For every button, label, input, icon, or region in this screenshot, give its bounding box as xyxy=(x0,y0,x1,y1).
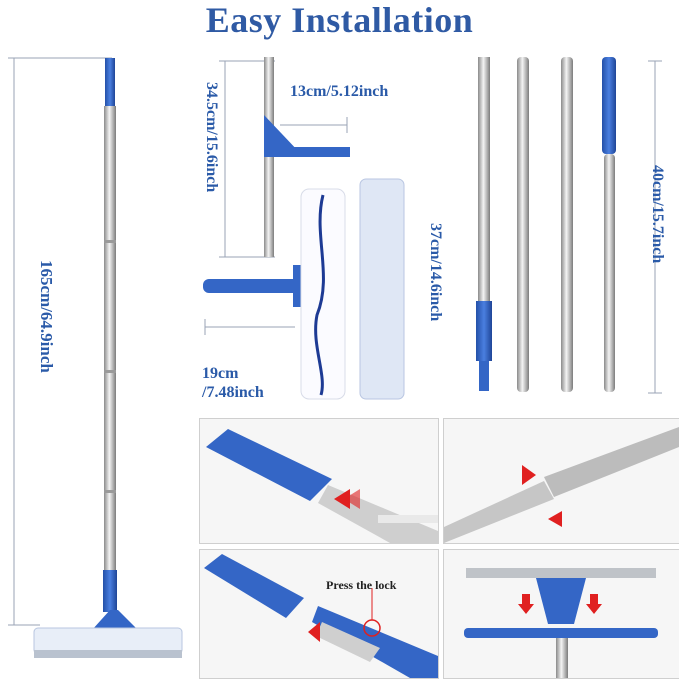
step-panel-press-lock xyxy=(199,549,439,679)
total-length-label: 165cm/64.9inch xyxy=(37,260,56,373)
pole-segments-illustration xyxy=(476,57,662,394)
scrubber-width-label-line1: 19cm xyxy=(202,365,239,382)
squeegee-width-label: 13cm/5.12inch xyxy=(290,83,389,100)
step-panel-attach-squeegee xyxy=(443,549,679,679)
page-title: Easy Installation xyxy=(205,0,474,40)
step-panel-attach-handle xyxy=(199,418,439,544)
pad-length-label: 37cm/14.6inch xyxy=(427,223,444,322)
pole-segment-label: 40cm/15.7inch xyxy=(649,165,666,264)
squeegee-scrubber-illustration xyxy=(203,57,405,400)
scrubber-width-label-line2: /7.48inch xyxy=(202,384,264,401)
step-panel-connect-poles xyxy=(443,418,679,544)
press-lock-label: Press the lock xyxy=(326,578,397,592)
squeegee-height-label: 34.5cm/15.6inch xyxy=(203,82,220,193)
assembled-mop-illustration xyxy=(8,57,183,658)
